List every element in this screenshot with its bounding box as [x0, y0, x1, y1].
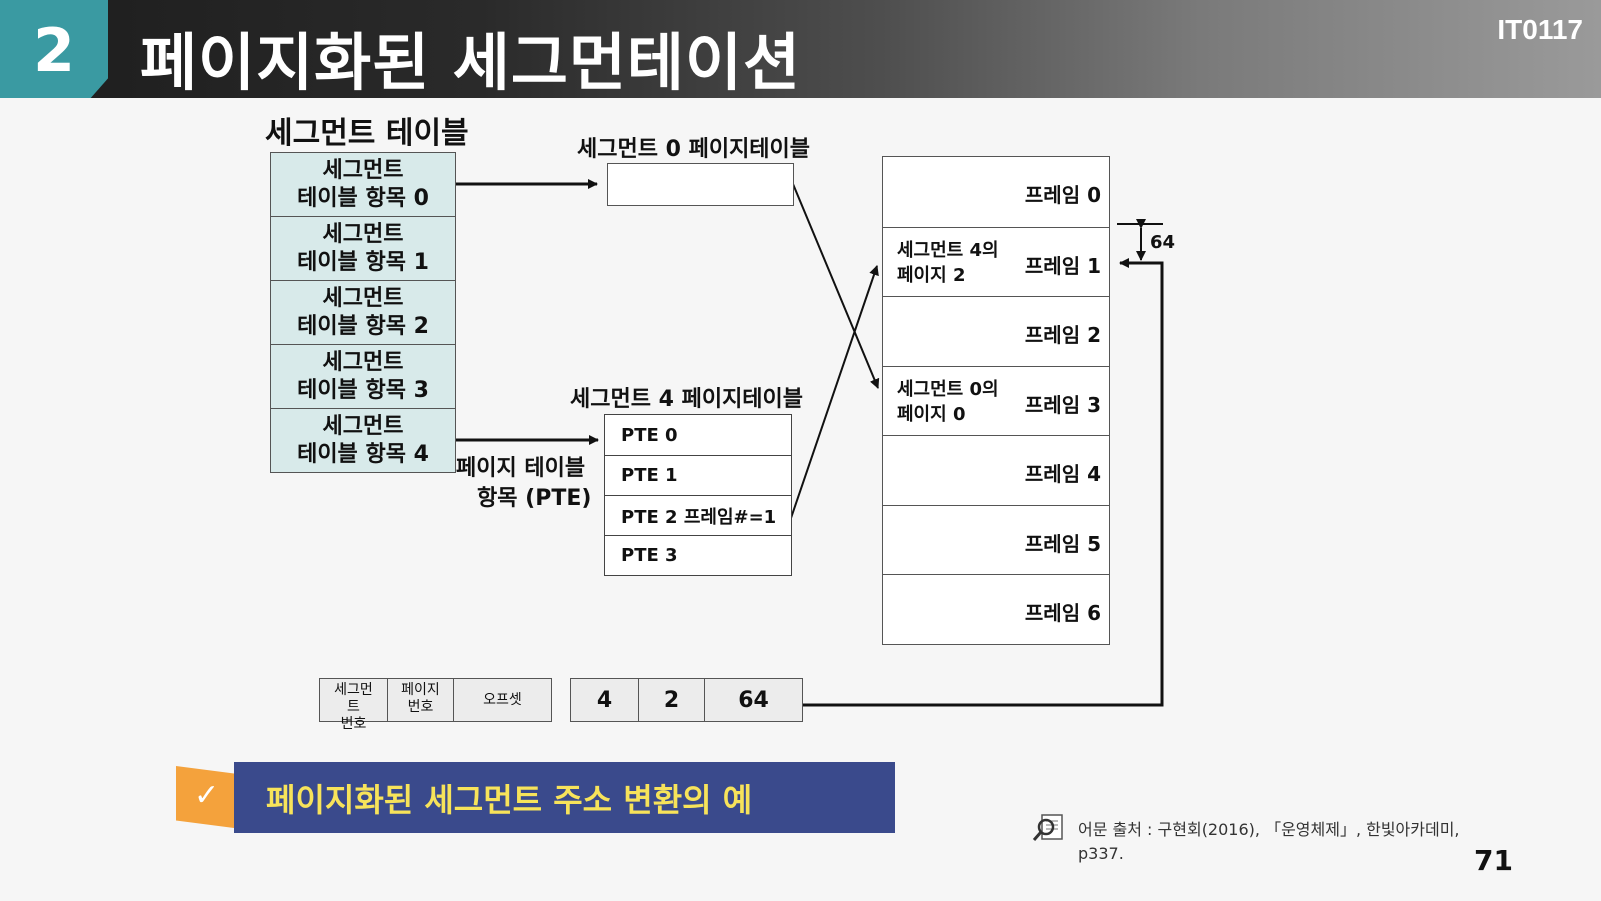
- segment-entry-4: 세그먼트 테이블 항목 4: [270, 409, 456, 473]
- frame-label: 프레임 3: [1024, 392, 1101, 417]
- address-field-page: 페이지 번호: [388, 679, 454, 721]
- frame-label: 프레임 5: [1024, 531, 1101, 556]
- segment-entry-0: 세그먼트 테이블 항목 0: [270, 152, 456, 217]
- pte-row-1: PTE 1: [605, 455, 791, 495]
- frame-content: 세그먼트 4의 페이지 2: [897, 239, 999, 286]
- frame-label: 프레임 0: [1024, 183, 1101, 207]
- frame-label: 프레임 6: [1024, 601, 1101, 625]
- frame-5: 프레임 5: [883, 504, 1109, 575]
- segment-table: 세그먼트 테이블 항목 0 세그먼트 테이블 항목 1 세그먼트 테이블 항목 …: [270, 152, 456, 473]
- slide-title: 페이지화된 세그먼테이션: [140, 26, 802, 99]
- address-value-segment: 4: [571, 679, 639, 721]
- offset-marker-label: 64: [1150, 232, 1176, 253]
- arrow-pte2-to-frame1: [790, 265, 879, 519]
- address-value-page: 2: [639, 679, 705, 721]
- frame-6: 프레임 6: [883, 574, 1109, 644]
- course-code: IT0117: [1497, 14, 1583, 45]
- segment-table-title: 세그먼트 테이블: [265, 116, 469, 151]
- frame-2: 프레임 2: [883, 296, 1109, 366]
- segment-entry-3: 세그먼트 테이블 항목 3: [270, 345, 456, 409]
- magnifier-document-icon: [1032, 813, 1066, 849]
- frame-label: 프레임 4: [1024, 462, 1101, 486]
- pte-label-line2: 항목 (PTE): [477, 486, 592, 511]
- arrow-address-to-frame1: [802, 258, 1164, 707]
- caption-bar: [234, 762, 895, 833]
- frame-label: 프레임 1: [1024, 253, 1101, 278]
- address-field-offset: 오프셋: [483, 691, 522, 708]
- address-field-segment: 세그먼 트 번호: [320, 679, 388, 732]
- page-number: 71: [1474, 844, 1513, 877]
- source-citation: 어문 출처 : 구현회(2016), 「운영체제」, 한빛아카데미, p337.: [1078, 820, 1460, 863]
- page-table-0-box: [607, 163, 794, 206]
- segment-entry-2: 세그먼트 테이블 항목 2: [270, 281, 456, 345]
- pte-label-line1: 페이지 테이블: [456, 456, 586, 481]
- page-table-4-label: 세그먼트 4 페이지테이블: [570, 387, 804, 412]
- address-format: 세그먼 트 번호 페이지 번호 오프셋: [319, 678, 552, 732]
- frame-3: 세그먼트 0의 페이지 0 프레임 3: [883, 365, 1109, 436]
- arrow-pt0-to-frame3: [792, 183, 880, 389]
- pte-row-0: PTE 0: [621, 424, 678, 446]
- section-number-badge: 2: [0, 0, 108, 98]
- pte-row-3: PTE 3: [605, 535, 791, 575]
- segment-entry-1: 세그먼트 테이블 항목 1: [270, 217, 456, 281]
- section-number: 2: [33, 16, 75, 86]
- pte-row-2: PTE 2 프레임#=1: [605, 495, 791, 535]
- frame-1: 세그먼트 4의 페이지 2 프레임 1: [883, 226, 1109, 297]
- frame-4: 프레임 4: [883, 435, 1109, 505]
- page-table-0-label: 세그먼트 0 페이지테이블: [577, 137, 811, 162]
- header-bar: [0, 0, 1601, 98]
- physical-frames: 프레임 0 세그먼트 4의 페이지 2 프레임 1 프레임 2 세그먼트 0의 페…: [882, 156, 1110, 645]
- frame-content: 세그먼트 0의 페이지 0: [897, 378, 999, 425]
- caption-tab: ✓: [176, 766, 234, 828]
- address-values: 4 2 64: [570, 678, 803, 722]
- caption-text: 페이지화된 세그먼트 주소 변환의 예: [266, 781, 753, 819]
- frame-label: 프레임 2: [1024, 323, 1101, 347]
- page-table-4: PTE 0 PTE 1 PTE 2 프레임#=1 PTE 3: [604, 414, 792, 576]
- check-icon: ✓: [194, 778, 220, 813]
- frame-0: 프레임 0: [883, 157, 1109, 227]
- address-value-offset: 64: [738, 687, 769, 713]
